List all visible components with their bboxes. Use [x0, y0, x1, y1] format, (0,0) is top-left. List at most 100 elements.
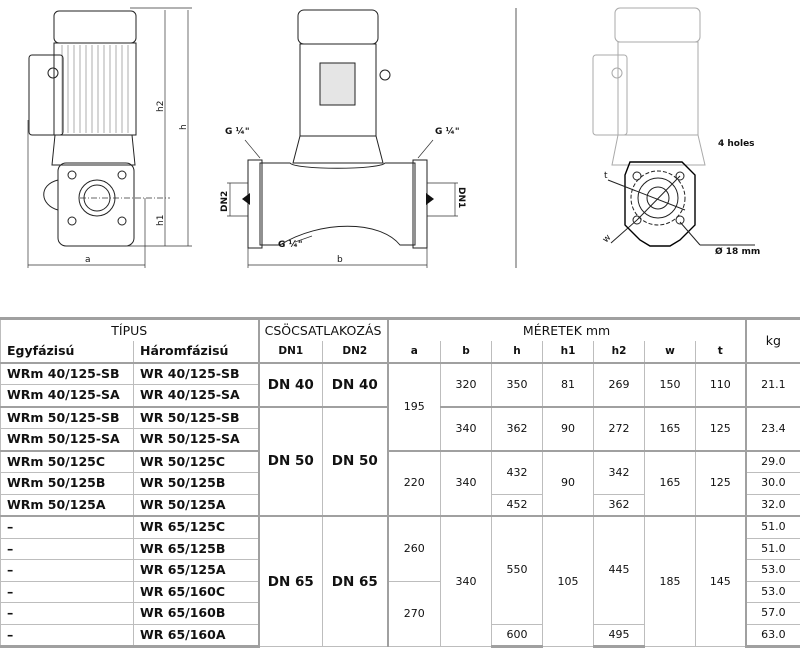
header-b: b [441, 341, 492, 363]
h2-value: 495 [594, 624, 645, 647]
model-single-phase: WRm 50/125C [1, 451, 134, 473]
table-row: WRm 40/125-SB WR 40/125-SB DN 40 DN 40 1… [1, 363, 800, 385]
b-value: 340 [441, 407, 492, 451]
b-value: 320 [441, 363, 492, 407]
model-three-phase: WR 40/125-SA [134, 385, 259, 407]
header-t: t [696, 341, 746, 363]
g-quarter-label-bottom: G ¼" [278, 239, 303, 250]
h1-value: 90 [543, 407, 594, 451]
header-h2: h2 [594, 341, 645, 363]
pump-side-view [29, 11, 136, 246]
a-value: 270 [388, 581, 441, 647]
kg-value: 29.0 [746, 451, 800, 473]
kg-value: 21.1 [746, 363, 800, 407]
dim-h-label: h [179, 124, 189, 130]
dim-t-label: t [604, 171, 608, 181]
pump-specs-table: TÍPUS CSÖCSATLAKOZÁS MÉRETEK mm kg Egyfá… [0, 317, 800, 648]
dn2-value: DN 50 [323, 407, 388, 517]
header-haromfazisu: Háromfázisú [134, 341, 259, 363]
h2-value: 362 [594, 494, 645, 516]
header-csocsatlakozas: CSÖCSATLAKOZÁS [259, 319, 388, 342]
model-three-phase: WR 65/160B [134, 603, 259, 625]
header-tipus: TÍPUS [1, 319, 259, 342]
h-value: 452 [492, 494, 543, 516]
header-kg: kg [746, 319, 800, 363]
model-single-phase: WRm 50/125-SA [1, 429, 134, 451]
pump-front-view [248, 10, 427, 248]
model-single-phase: – [1, 624, 134, 647]
model-single-phase: WRm 40/125-SA [1, 385, 134, 407]
h2-value: 445 [594, 516, 645, 624]
model-single-phase: – [1, 538, 134, 560]
dn1-value: DN 50 [259, 407, 323, 517]
t-value: 125 [696, 407, 746, 451]
model-single-phase: WRm 50/125A [1, 494, 134, 516]
kg-value: 63.0 [746, 624, 800, 647]
model-single-phase: – [1, 516, 134, 538]
h2-value: 269 [594, 363, 645, 407]
kg-value: 23.4 [746, 407, 800, 451]
model-three-phase: WR 40/125-SB [134, 363, 259, 385]
pump-dimension-drawings: a b h2 h h1 G ¼" G ¼" G ¼" DN2 DN1 4 hol… [0, 0, 800, 300]
header-w: w [645, 341, 696, 363]
holes-label: 4 holes [718, 139, 755, 149]
dn1-value: DN 40 [259, 363, 323, 407]
kg-value: 30.0 [746, 473, 800, 495]
header-meretek: MÉRETEK mm [388, 319, 746, 342]
h-value: 362 [492, 407, 543, 451]
dn2-value: DN 40 [323, 363, 388, 407]
header-egyfazisu: Egyfázisú [1, 341, 134, 363]
model-single-phase: WRm 50/125B [1, 473, 134, 495]
header-dn1: DN1 [259, 341, 323, 363]
model-single-phase: WRm 40/125-SB [1, 363, 134, 385]
dim-h1-label: h1 [156, 215, 166, 226]
header-dn2: DN2 [323, 341, 388, 363]
kg-value: 32.0 [746, 494, 800, 516]
g-quarter-label-left: G ¼" [225, 126, 250, 137]
model-three-phase: WR 50/125A [134, 494, 259, 516]
h-value: 432 [492, 451, 543, 495]
t-value: 110 [696, 363, 746, 407]
h1-value: 90 [543, 451, 594, 517]
w-value: 165 [645, 407, 696, 451]
kg-value: 51.0 [746, 538, 800, 560]
model-three-phase: WR 50/125-SB [134, 407, 259, 429]
header-h: h [492, 341, 543, 363]
dim-w-label: w [601, 233, 613, 245]
dim-a-label: a [85, 255, 91, 265]
t-value: 145 [696, 516, 746, 647]
header-a: a [388, 341, 441, 363]
h-value: 550 [492, 516, 543, 624]
a-value: 220 [388, 451, 441, 517]
w-value: 185 [645, 516, 696, 647]
kg-value: 53.0 [746, 560, 800, 582]
pump-flange-view [593, 8, 755, 246]
model-three-phase: WR 65/125B [134, 538, 259, 560]
dn1-label: DN1 [456, 187, 466, 208]
a-value: 260 [388, 516, 441, 581]
model-three-phase: WR 50/125C [134, 451, 259, 473]
model-three-phase: WR 50/125B [134, 473, 259, 495]
h-value: 600 [492, 624, 543, 647]
a-value: 195 [388, 363, 441, 451]
model-three-phase: WR 65/160A [134, 624, 259, 647]
model-three-phase: WR 65/160C [134, 581, 259, 603]
table-row: – WR 65/125C DN 65 DN 65 260 340 550 105… [1, 516, 800, 538]
dim-b-label: b [337, 255, 343, 265]
model-three-phase: WR 65/125C [134, 516, 259, 538]
dim-h2-label: h2 [156, 101, 166, 112]
header-h1: h1 [543, 341, 594, 363]
w-value: 165 [645, 451, 696, 517]
g-quarter-label-right: G ¼" [435, 126, 460, 137]
h-value: 350 [492, 363, 543, 407]
h1-value: 81 [543, 363, 594, 407]
model-single-phase: – [1, 581, 134, 603]
h2-value: 342 [594, 451, 645, 495]
model-single-phase: – [1, 603, 134, 625]
hole-diameter-label: Ø 18 mm [715, 246, 760, 257]
model-three-phase: WR 65/125A [134, 560, 259, 582]
b-value: 340 [441, 451, 492, 517]
dn2-value: DN 65 [323, 516, 388, 647]
w-value: 150 [645, 363, 696, 407]
model-single-phase: – [1, 560, 134, 582]
